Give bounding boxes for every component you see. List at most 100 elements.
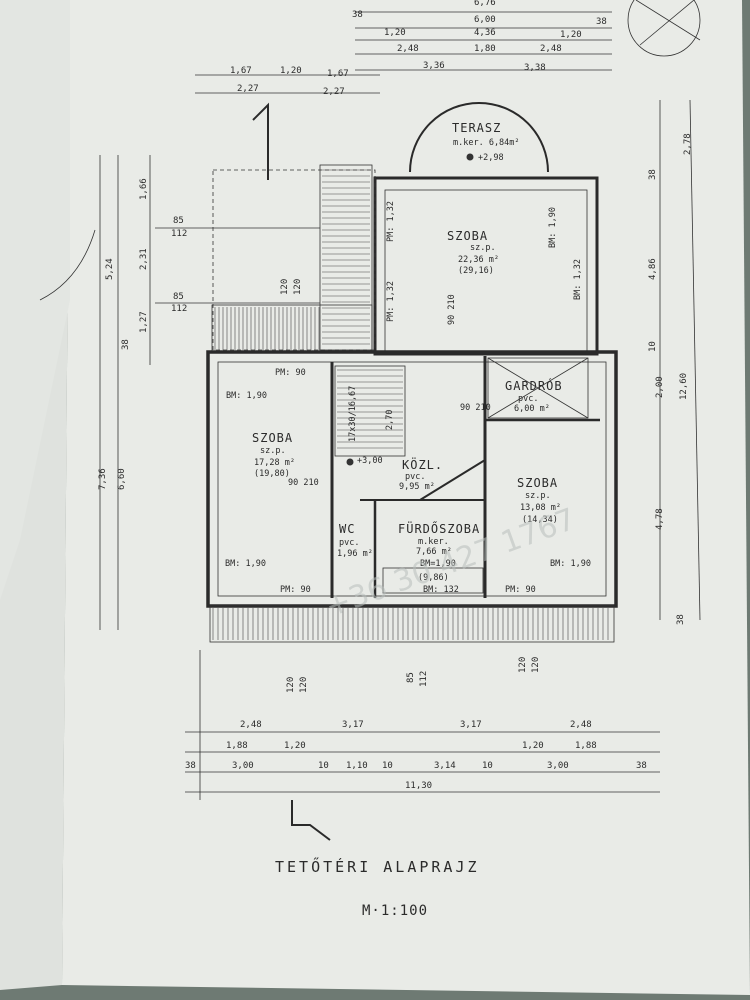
room-sub-furdoszoba: m.ker. — [418, 537, 449, 547]
left-dimensions: 1,66 5,24 2,31 1,27 38 7,36 6,60 85 112 … — [98, 155, 320, 630]
section-marker-icon — [252, 102, 269, 180]
opening-bm-bath: BM=1,90 — [420, 559, 456, 569]
stair-length: 2,70 — [385, 410, 395, 430]
stair-spec: 17x30/16,67 — [348, 386, 358, 442]
bottom-dimensions: 120 120 85 112 120 120 2,48 3,17 3,17 2,… — [185, 650, 660, 800]
dim-bottom-total: 11,30 — [405, 781, 432, 791]
dim-opening-112-a: 112 — [171, 229, 187, 239]
dim-bottom-10-a: 10 — [318, 761, 329, 771]
room-area-wc: 1,96 m² — [337, 549, 373, 559]
dim-left-38: 38 — [121, 339, 131, 350]
dim-left-231: 2,31 — [139, 248, 149, 270]
dim-bottom-38-a: 38 — [185, 761, 196, 771]
room-label-szoba-right: SZOBA — [517, 476, 558, 490]
dim-bottom-248-b: 2,48 — [570, 720, 592, 730]
dim-120-b: 120 — [293, 279, 303, 295]
dim-top-180: 1,80 — [474, 44, 496, 54]
opening-pm-large: PM: 1,32 — [386, 281, 396, 322]
room-area-szoba-left: 17,28 m² — [254, 458, 295, 468]
dim-top-248-right: 2,48 — [540, 44, 562, 54]
dim-opening-85-a: 85 — [173, 216, 184, 226]
dim-bottom-10-c: 10 — [482, 761, 493, 771]
dim-top-436: 4,36 — [474, 28, 496, 38]
dim-bottom-open-112: 112 — [419, 671, 429, 687]
opening-bm-bottom-left: BM: 1,90 — [225, 559, 266, 569]
dim-top-120-right: 1,20 — [560, 30, 582, 40]
level-terrace: +2,98 — [478, 153, 504, 163]
room-label-szoba-left: SZOBA — [252, 431, 293, 445]
opening-bm-top-left: BM: 1,90 — [226, 391, 267, 401]
dim-top-38-right: 38 — [596, 17, 607, 27]
opening-pm-top-left: PM: 90 — [275, 368, 306, 378]
room-label-terrace: TERASZ — [452, 121, 501, 135]
door-size-szoba: 90 210 — [447, 294, 457, 325]
opening-pm-large-2: PM: 1,32 — [386, 201, 396, 242]
terrace: TERASZ m.ker. 6,84m² +2,98 — [409, 102, 549, 173]
room-full-szoba-left: (19,80) — [254, 469, 290, 479]
dim-left-227-b: 2,27 — [323, 87, 345, 97]
north-arrow-icon — [627, 0, 701, 57]
dim-right-486: 4,86 — [648, 258, 658, 280]
opening-bm-large-1: BM: 1,90 — [548, 207, 558, 248]
dim-bottom-10-b: 10 — [382, 761, 393, 771]
room-szoba-large — [373, 176, 599, 356]
dim-bottom-317-a: 3,17 — [342, 720, 364, 730]
dim-left-227-a: 2,27 — [237, 84, 259, 94]
dim-bottom-248-a: 2,48 — [240, 720, 262, 730]
plan-scale: M·1:100 — [362, 903, 428, 919]
room-label-kozl: KÖZL. — [402, 456, 443, 472]
dim-left-167-b: 1,67 — [327, 69, 349, 79]
top-dimensions: 6,76 38 6,00 38 1,20 4,36 1,20 2,48 1,80… — [195, 0, 612, 97]
room-area-furdoszoba: 7,66 m² — [416, 547, 452, 557]
dim-bottom-314: 3,14 — [434, 761, 456, 771]
room-full-szoba-large: (29,16) — [458, 266, 494, 276]
dim-bottom-open-120-c: 120 — [518, 657, 528, 673]
dim-left-167-a: 1,67 — [230, 66, 252, 76]
dim-bottom-188-a: 1,88 — [226, 741, 248, 751]
external-stair — [319, 164, 373, 351]
room-area-szoba-large: 22,36 m² — [458, 255, 499, 265]
level-marker-icon — [346, 458, 354, 466]
dim-bottom-open-85: 85 — [406, 672, 416, 683]
dim-bottom-300-a: 3,00 — [232, 761, 254, 771]
dim-left-127: 1,27 — [139, 311, 149, 333]
opening-bm-bottom-bath: BM: 132 — [423, 585, 459, 595]
dim-120-a: 120 — [280, 279, 290, 295]
room-full-szoba-right: (14,34) — [522, 515, 558, 525]
room-label-szoba-large: SZOBA — [447, 229, 488, 243]
dim-left-660: 6,60 — [117, 468, 127, 490]
door-size-gardrob: 90 210 — [460, 403, 491, 413]
dim-top-600: 6,00 — [474, 15, 496, 25]
section-marker-icon — [291, 800, 331, 841]
room-label-wc: WC — [339, 522, 355, 536]
dim-opening-85-b: 85 — [173, 292, 184, 302]
opening-pm-bottom-right: PM: 90 — [505, 585, 536, 595]
dim-right-278: 2,78 — [683, 133, 693, 155]
level-kozl: +3,00 — [357, 456, 383, 466]
opening-bm-bottom-right: BM: 1,90 — [550, 559, 591, 569]
opening-bm-large-2: BM: 1,32 — [573, 259, 583, 300]
dim-bottom-open-120-d: 120 — [531, 657, 541, 673]
dim-bottom-120-a: 1,20 — [284, 741, 306, 751]
dim-bottom-110: 1,10 — [346, 761, 368, 771]
room-sub-gardrob: pvc. — [518, 394, 538, 404]
level-marker-icon — [466, 153, 474, 161]
room-area-szoba-right: 13,08 m² — [520, 503, 561, 513]
opening-labels: PM: 90 BM: 1,90 BM: 1,90 PM: 90 PM: 90 B… — [225, 201, 591, 595]
paper-sheet — [62, 0, 750, 995]
room-area-kozl: 9,95 m² — [399, 482, 435, 492]
dim-right-478: 4,78 — [655, 508, 665, 530]
room-sub-terrace: m.ker. 6,84m² — [453, 138, 520, 148]
dim-right-38: 38 — [648, 169, 658, 180]
room-sub-szoba-large: sz.p. — [470, 243, 496, 253]
dim-top-total: 6,76 — [474, 0, 496, 8]
dim-bottom-38-b: 38 — [636, 761, 647, 771]
dim-left-166: 1,66 — [139, 178, 149, 200]
room-full-furdoszoba: (9,86) — [418, 573, 449, 583]
dim-left-524: 5,24 — [105, 258, 115, 280]
dim-bottom-120-b: 1,20 — [522, 741, 544, 751]
dim-top-338: 3,38 — [524, 63, 546, 73]
dim-opening-112-b: 112 — [171, 304, 187, 314]
opening-pm-bottom-left: PM: 90 — [280, 585, 311, 595]
dim-left-736: 7,36 — [98, 468, 108, 490]
